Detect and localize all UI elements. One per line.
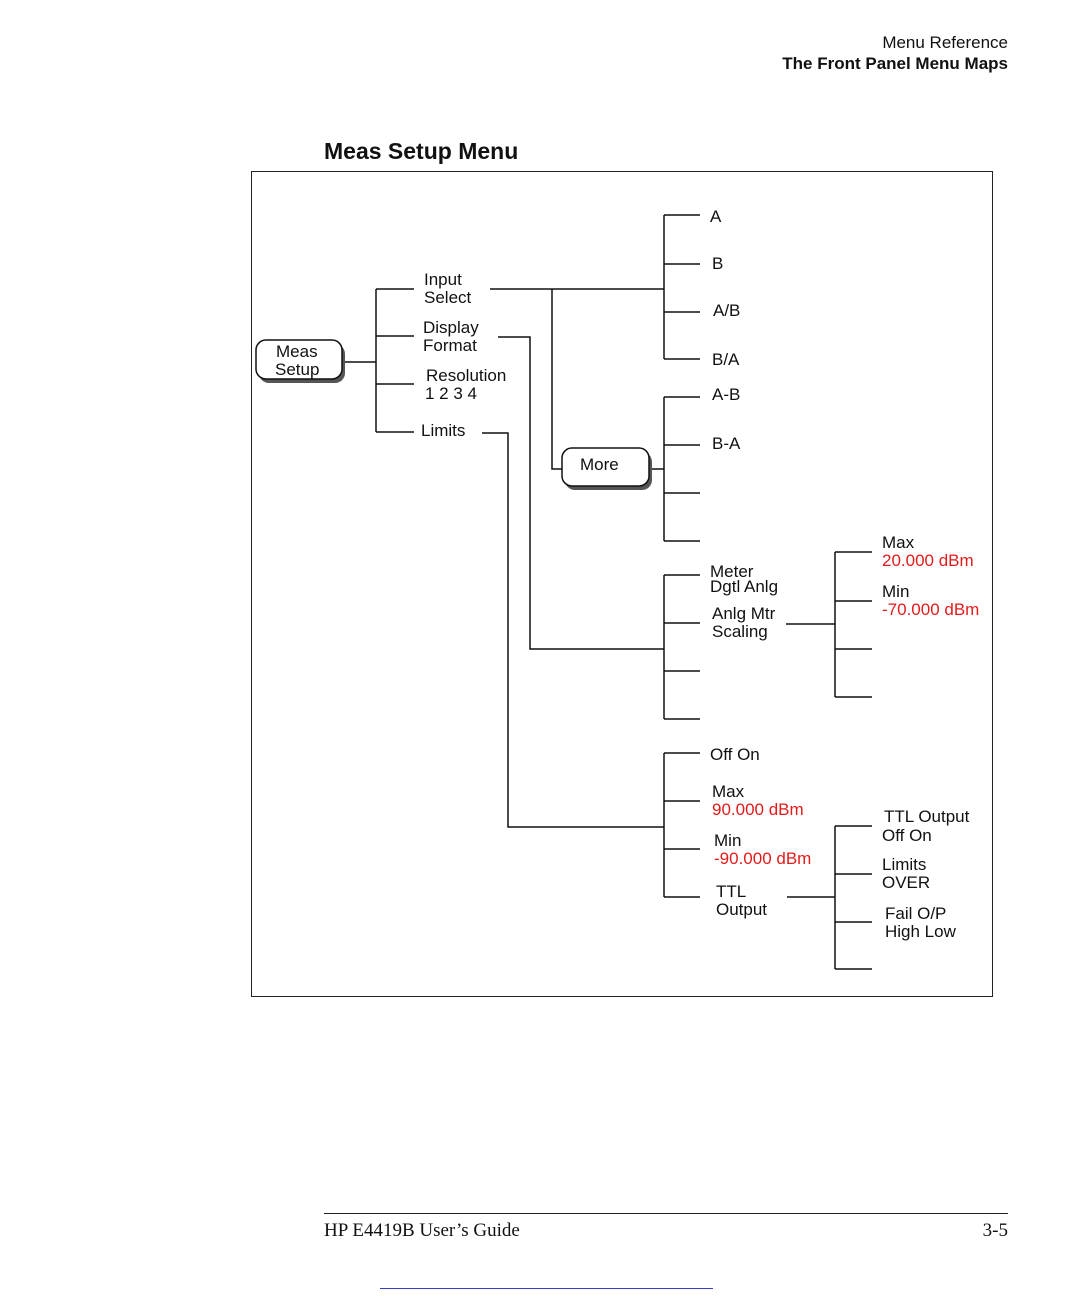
softkey-ttl-limits[interactable]: Limits OVER [882,855,930,892]
display-format-line-1: Display [423,318,479,337]
softkey-limits-min[interactable]: Min -90.000 dBm [714,831,811,868]
meas-setup-key-line-1: Meas [276,342,318,361]
ttl-limits-line-2: OVER [882,873,930,892]
header-section: Menu Reference [882,33,1008,52]
softkey-ttl-output-off-on[interactable]: TTL Output Off On [882,807,970,845]
softkey-display-format[interactable]: Display Format [423,318,479,355]
softkey-a[interactable]: A [710,207,722,226]
more-key-label: More [580,455,619,474]
limits-min-value: -90.000 dBm [714,849,811,868]
link-underline[interactable] [380,1288,713,1289]
input-page2-ticks [664,396,700,542]
footer-page-number: 3-5 [982,1220,1008,1241]
display-format-line-2: Format [423,336,477,355]
input-select-line-2: Select [424,288,472,307]
meter-line-1: Meter [710,562,754,581]
scaling-max-value: 20.000 dBm [882,551,974,570]
softkey-limits[interactable]: Limits [421,421,465,440]
anlg-mtr-scaling-line-1: Anlg Mtr [712,604,776,623]
display-format-connector [498,336,664,650]
limits-max-label: Max [712,782,745,801]
more-key[interactable]: More [561,447,652,490]
fail-op-line-2: High Low [885,922,957,941]
footer-guide-title: HP E4419B User’s Guide [324,1220,520,1241]
softkey-a-minus-b[interactable]: A-B [712,385,740,404]
diagram-frame [251,171,993,997]
limits-min-label: Min [714,831,741,850]
ttl-menu-ticks [835,825,872,970]
more-connector [551,289,563,470]
display-menu-ticks [664,574,700,720]
input-select-line-1: Input [424,270,462,289]
connector-lines [343,214,872,970]
footer-divider [324,1213,1008,1214]
softkey-a-over-b[interactable]: A/B [713,301,740,320]
limits-max-value: 90.000 dBm [712,800,804,819]
ttl-off-on-line-2: Off On [882,826,932,845]
input-page1-ticks [664,214,700,360]
anlg-mtr-scaling-line-2: Scaling [712,622,768,641]
softkey-anlg-mtr-scaling[interactable]: Anlg Mtr Scaling [712,604,776,641]
meas-setup-key[interactable]: Meas Setup [255,339,345,383]
limits-label: Limits [421,421,465,440]
ttl-limits-line-1: Limits [882,855,926,874]
softkey-scaling-max[interactable]: Max 20.000 dBm [882,533,974,570]
ttl-output-line-1: TTL [716,882,746,901]
scaling-min-label: Min [882,582,909,601]
softkey-fail-op[interactable]: Fail O/P High Low [885,904,957,941]
ttl-off-on-line-1: TTL Output [884,807,970,826]
softkey-input-select[interactable]: Input Select [424,270,472,307]
main-menu-ticks [376,288,414,433]
limits-connector [482,432,664,828]
softkey-b-over-a[interactable]: B/A [712,350,740,369]
menu-title: Meas Setup Menu [324,138,519,164]
fail-op-line-1: Fail O/P [885,904,946,923]
softkey-meter[interactable]: Meter Dgtl Anlg [710,562,778,596]
limits-menu-ticks [664,752,700,898]
softkey-limits-max[interactable]: Max 90.000 dBm [712,782,804,819]
meter-line-2: Dgtl Anlg [710,577,778,596]
header-subsection: The Front Panel Menu Maps [782,54,1008,73]
ttl-output-line-2: Output [716,900,767,919]
softkey-b[interactable]: B [712,254,723,273]
softkey-ttl-output[interactable]: TTL Output [716,882,767,919]
resolution-line-1: Resolution [426,366,506,385]
softkey-b-minus-a[interactable]: B-A [712,434,741,453]
scaling-max-label: Max [882,533,915,552]
softkey-limits-off-on[interactable]: Off On [710,745,760,764]
softkey-scaling-min[interactable]: Min -70.000 dBm [882,582,979,619]
softkey-resolution[interactable]: Resolution 1 2 3 4 [425,366,506,403]
scaling-menu-ticks [835,551,872,698]
resolution-line-2: 1 2 3 4 [425,384,477,403]
scaling-min-value: -70.000 dBm [882,600,979,619]
meas-setup-key-line-2: Setup [275,360,319,379]
